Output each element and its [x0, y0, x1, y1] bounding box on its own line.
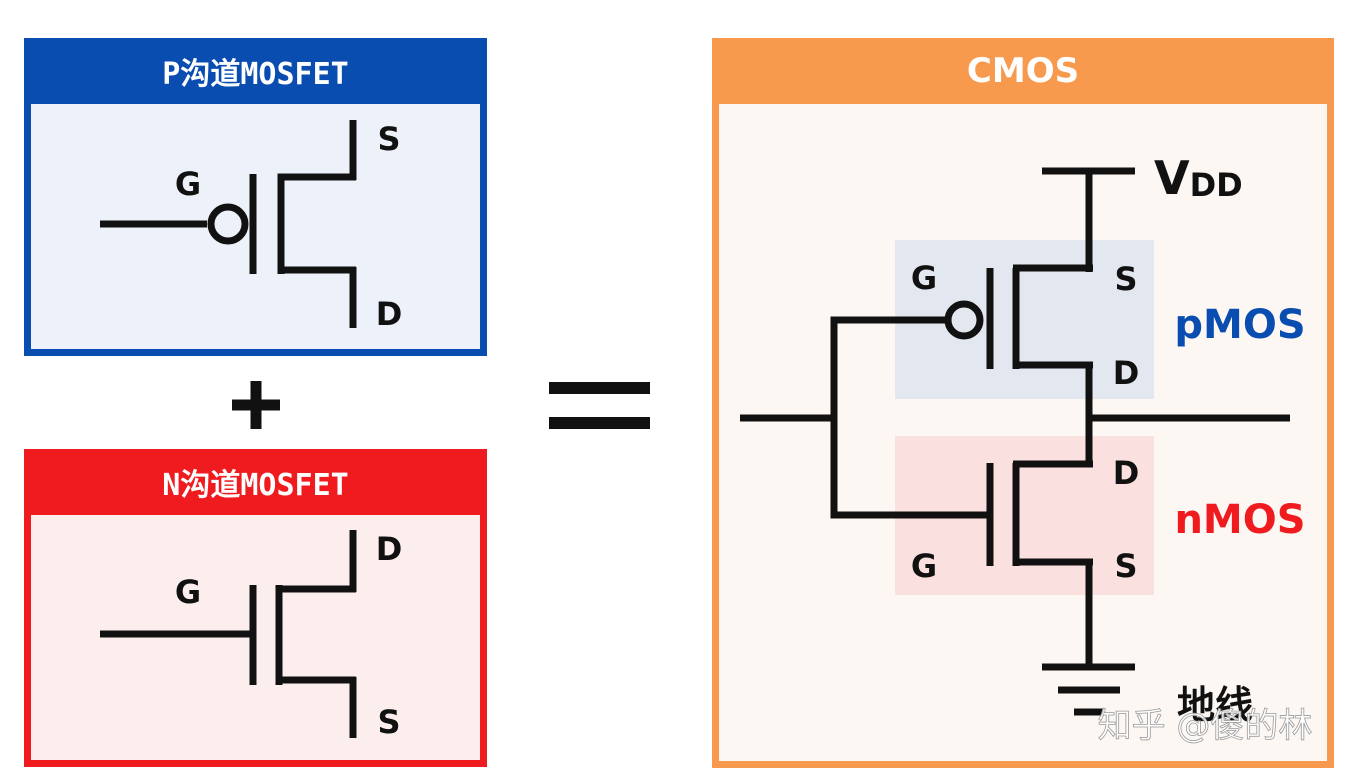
pmos-symbol: [100, 120, 357, 328]
nmos-gate-label: G: [175, 573, 201, 611]
pmos-source-label: S: [377, 120, 400, 158]
equals-sign: [549, 382, 650, 429]
vdd-label: VDD: [1154, 151, 1243, 205]
ground-label: 地线: [1177, 683, 1253, 727]
nmos-panel-title: N沟道MOSFET: [162, 468, 349, 503]
cmos-panel-title: CMOS: [966, 51, 1080, 91]
pmos-tag: pMOS: [1174, 302, 1305, 348]
pmos-panel-title: P沟道MOSFET: [162, 57, 349, 92]
pmos-gate-bubble: [207, 203, 249, 245]
watermark: 知乎 @傻的林: [1098, 706, 1313, 746]
cmos-pmos-gate-label: G: [911, 259, 937, 297]
cmos-nmos-gate-label: G: [911, 547, 937, 585]
cmos-panel: CMOS: [712, 38, 1334, 768]
pmos-drain-label: D: [376, 295, 403, 333]
cmos-nmos-drain-label: D: [1113, 454, 1140, 492]
nmos-tag: nMOS: [1174, 497, 1305, 543]
nmos-drain-label: D: [376, 530, 403, 568]
nmos-source-label: S: [377, 703, 400, 741]
cmos-panel-body: [719, 104, 1327, 761]
pmos-gate-label: G: [175, 165, 201, 203]
plus-sign: [232, 381, 280, 429]
nmos-symbol: [100, 530, 357, 738]
cmos-pmos-drain-label: D: [1113, 354, 1140, 392]
cmos-circuit: [740, 167, 1290, 716]
cmos-nmos-source-label: S: [1114, 547, 1137, 585]
cmos-pmos-source-label: S: [1114, 260, 1137, 298]
